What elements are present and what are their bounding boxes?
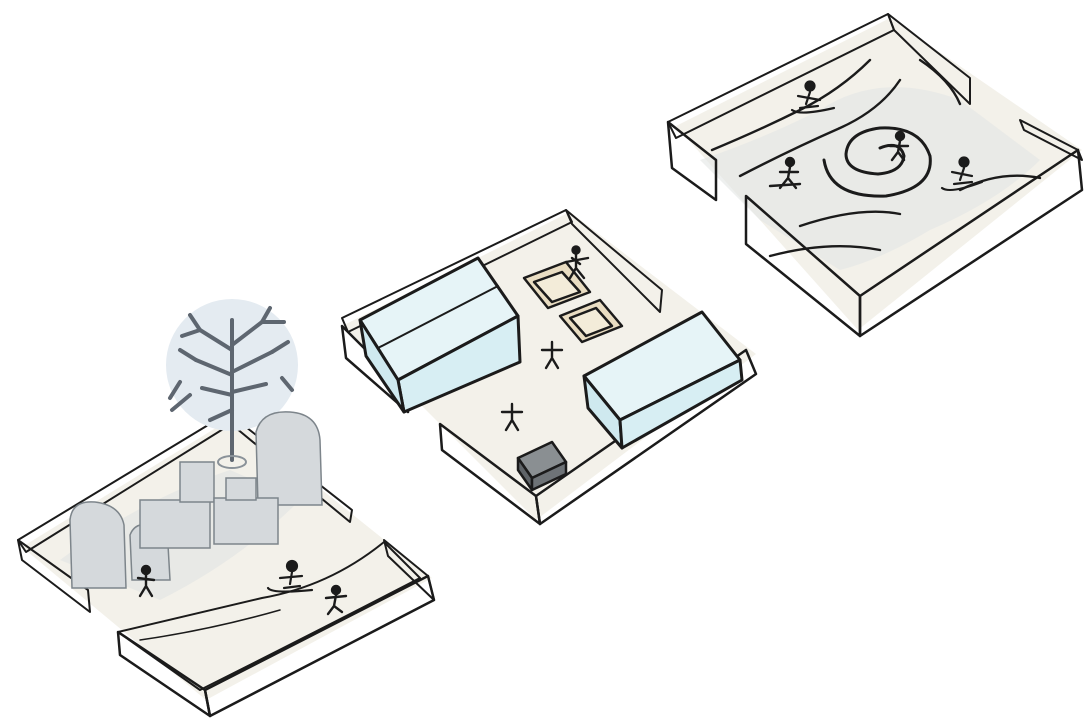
middle-panel <box>342 210 756 524</box>
right-panel <box>668 14 1082 336</box>
